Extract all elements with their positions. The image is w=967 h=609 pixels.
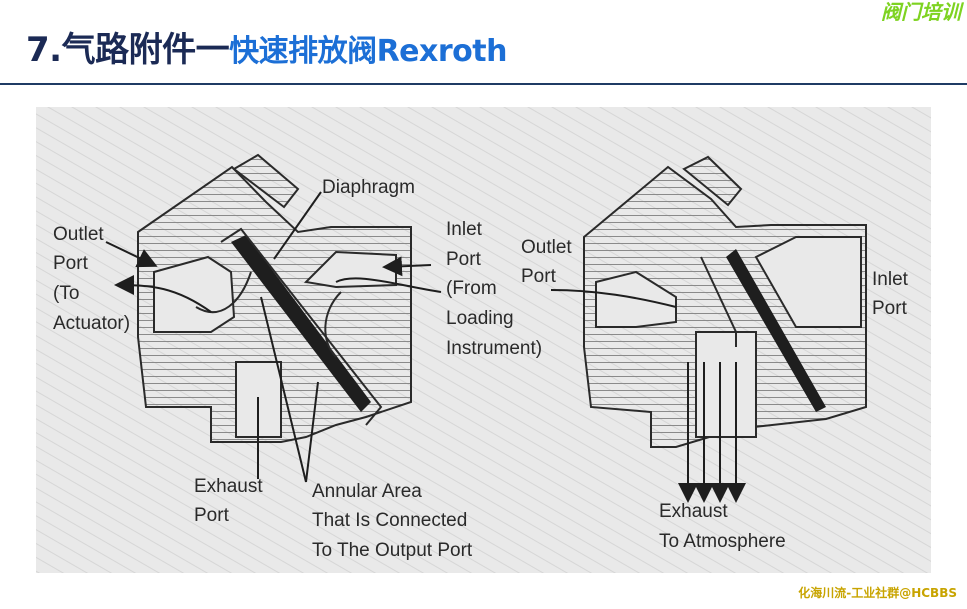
label-exhaust-atm-2: To Atmosphere bbox=[659, 531, 786, 552]
title-divider bbox=[0, 83, 967, 85]
left-leader-lines bbox=[105, 191, 442, 483]
right-valve-drawing bbox=[583, 155, 867, 448]
label-exhaust-port-1: Exhaust bbox=[194, 476, 263, 497]
label-left-outlet-2: Port bbox=[53, 253, 89, 274]
title-part-1: 7.气路附件一 bbox=[26, 30, 230, 70]
footer-watermark: 化海川流-工业社群@HCBBS bbox=[798, 586, 957, 600]
label-exhaust-port-2: Port bbox=[194, 505, 230, 526]
label-left-inlet-5: Instrument) bbox=[446, 338, 542, 359]
label-right-inlet-2: Port bbox=[872, 298, 908, 319]
label-right-inlet-1: Inlet bbox=[872, 269, 909, 290]
label-left-inlet-2: Port bbox=[446, 249, 482, 270]
label-annular-2: That Is Connected bbox=[312, 510, 467, 531]
left-diaphragm bbox=[231, 235, 371, 412]
label-exhaust-atm-1: Exhaust bbox=[659, 501, 728, 522]
label-diaphragm: Diaphragm bbox=[322, 177, 415, 198]
label-right-outlet-2: Port bbox=[521, 266, 557, 287]
label-left-inlet-1: Inlet bbox=[446, 219, 483, 240]
valve-diagram-figure: Diaphragm Outlet Port (To Actuator) Inle… bbox=[36, 107, 931, 573]
right-leader-lines bbox=[550, 289, 746, 503]
label-annular-3: To The Output Port bbox=[312, 540, 473, 561]
corner-brand: 阀门培训 bbox=[881, 0, 961, 24]
right-diaphragm bbox=[726, 249, 826, 412]
title-part-2: 快速排放阀Rexroth bbox=[229, 34, 507, 69]
page-title: 7.气路附件一快速排放阀Rexroth bbox=[26, 22, 507, 71]
label-left-inlet-3: (From bbox=[446, 278, 497, 299]
label-left-inlet-4: Loading bbox=[446, 308, 514, 329]
label-left-outlet-1: Outlet bbox=[53, 224, 104, 245]
label-left-outlet-3: (To bbox=[53, 283, 79, 304]
valve-diagram-svg: Diaphragm Outlet Port (To Actuator) Inle… bbox=[36, 107, 931, 573]
left-valve-drawing bbox=[137, 153, 412, 443]
label-annular-1: Annular Area bbox=[312, 481, 422, 502]
label-left-outlet-4: Actuator) bbox=[53, 313, 130, 334]
label-right-outlet-1: Outlet bbox=[521, 237, 572, 258]
